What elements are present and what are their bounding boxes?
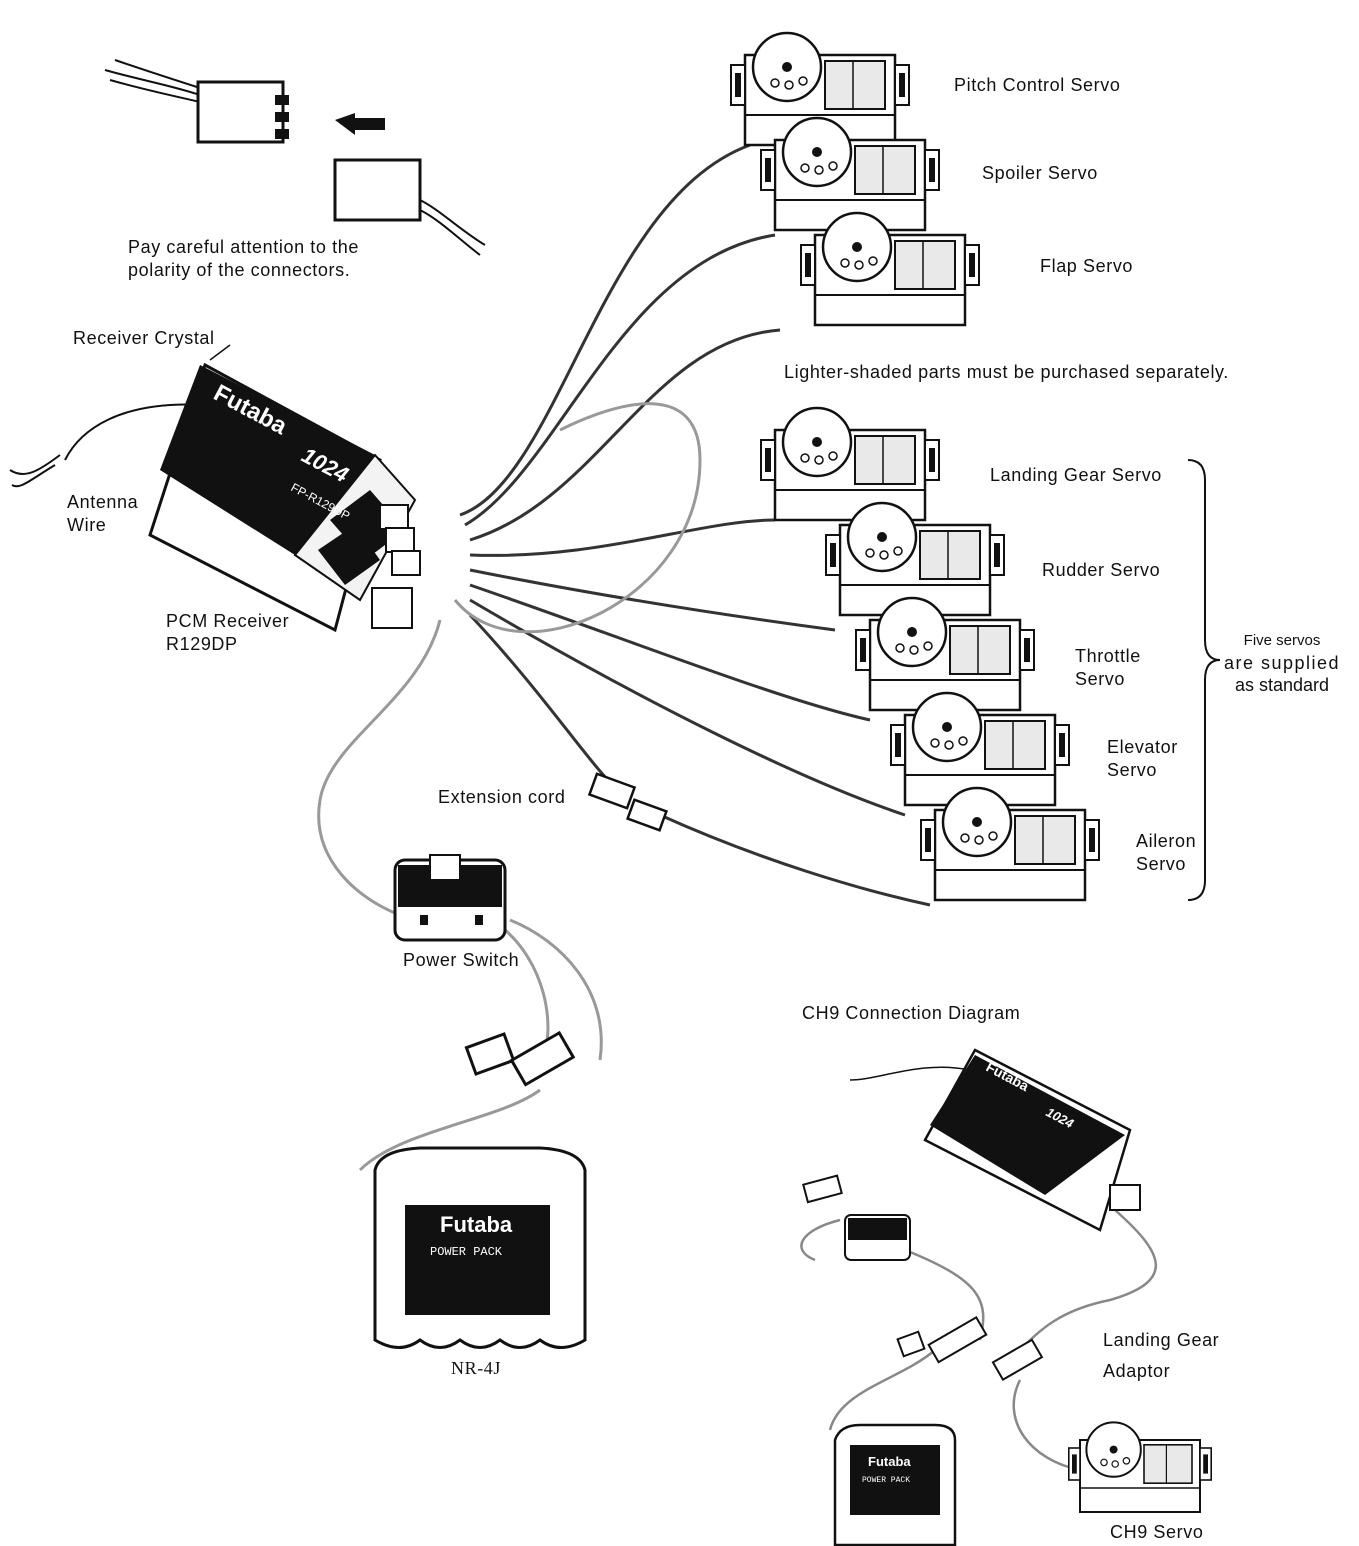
rudder-servo-label: Rudder Servo xyxy=(1042,560,1161,580)
antenna-wire-line2: Wire xyxy=(67,515,107,535)
battery-model-label: NR-4J xyxy=(451,1358,502,1378)
ch9-battery-type-text: POWER PACK xyxy=(862,1476,910,1485)
ch9-battery-marking: Futaba POWER PACK xyxy=(862,1454,911,1485)
ch9-receiver xyxy=(849,1048,1132,1232)
aileron-servo-label: Aileron Servo xyxy=(1136,830,1196,876)
ch9-wires xyxy=(800,1209,1157,1472)
ch9-battery-pack xyxy=(833,1423,957,1546)
battery-connectors xyxy=(464,1030,576,1087)
polarity-note: Pay careful attention to the polarity of… xyxy=(128,236,359,282)
receiver-crystal-label: Receiver Crystal xyxy=(73,328,215,348)
landing-gear-adaptor-line2: Adaptor xyxy=(1103,1361,1171,1381)
pcm-receiver-label: PCM Receiver R129DP xyxy=(166,610,289,656)
landing-gear-adaptor-label: Landing Gear Adaptor xyxy=(1103,1329,1219,1383)
extension-cord-label: Extension cord xyxy=(438,787,566,807)
aileron-servo-line1: Aileron xyxy=(1136,831,1197,851)
power-switch-label: Power Switch xyxy=(403,950,520,970)
pcm-receiver-line2: R129DP xyxy=(166,634,238,654)
elevator-servo-label: Elevator Servo xyxy=(1107,736,1178,782)
lighter-shaded-note: Lighter-shaded parts must be purchased s… xyxy=(784,362,1229,382)
throttle-servo-line2: Servo xyxy=(1075,669,1126,689)
battery-brand-text: Futaba xyxy=(440,1212,513,1237)
ch9-diagram-title: CH9 Connection Diagram xyxy=(802,1003,1021,1023)
landing-gear-servo xyxy=(759,406,941,522)
battery-pack xyxy=(373,1146,587,1349)
throttle-servo-line1: Throttle xyxy=(1075,646,1141,666)
polarity-connector-illustration xyxy=(104,59,486,256)
antenna-wire-line1: Antenna xyxy=(67,492,139,512)
ch9-battery-brand-text: Futaba xyxy=(868,1454,911,1469)
battery-marking: Futaba POWER PACK xyxy=(430,1212,513,1259)
flap-servo-label: Flap Servo xyxy=(1040,256,1134,276)
spoiler-servo-label: Spoiler Servo xyxy=(982,163,1098,183)
antenna-wire-label: Antenna Wire xyxy=(67,491,138,537)
pcm-receiver-line1: PCM Receiver xyxy=(166,611,290,631)
landing-gear-servo-label: Landing Gear Servo xyxy=(990,465,1162,485)
five-servos-line1: Five servos xyxy=(1243,632,1321,649)
polarity-note-line2: polarity of the connectors. xyxy=(128,260,351,280)
throttle-servo-label: Throttle Servo xyxy=(1075,645,1141,691)
battery-type-text: POWER PACK xyxy=(430,1245,503,1259)
elevator-servo-line2: Servo xyxy=(1107,760,1158,780)
elevator-servo-line1: Elevator xyxy=(1107,737,1178,757)
five-servos-line3: as standard xyxy=(1234,675,1330,695)
extension-cord xyxy=(587,772,668,832)
five-servos-brace xyxy=(1187,459,1221,901)
ch9-servo xyxy=(1067,1421,1213,1514)
five-servos-note: Five servos are supplied as standard xyxy=(1212,630,1352,696)
ch9-servo-label: CH9 Servo xyxy=(1110,1522,1204,1542)
power-switch xyxy=(393,854,507,942)
polarity-note-line1: Pay careful attention to the xyxy=(128,237,359,257)
pitch-control-servo-label: Pitch Control Servo xyxy=(954,75,1121,95)
pcm-receiver xyxy=(9,344,421,633)
aileron-servo-line2: Servo xyxy=(1136,854,1187,874)
ch9-power-switch xyxy=(802,1174,911,1261)
landing-gear-adaptor-line1: Landing Gear xyxy=(1103,1330,1220,1350)
five-servos-line2: are supplied xyxy=(1223,653,1341,673)
ch9-connectors xyxy=(896,1184,1141,1382)
